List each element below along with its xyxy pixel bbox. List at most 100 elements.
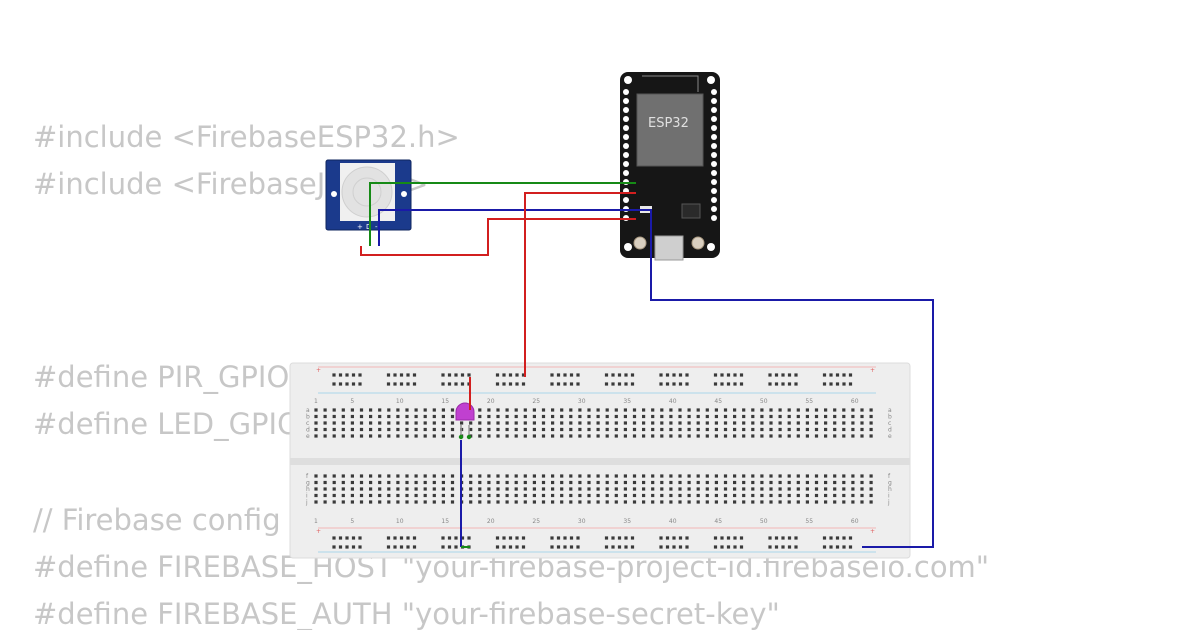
breadboard-hole[interactable] [514, 487, 518, 491]
breadboard-hole[interactable] [742, 480, 746, 485]
breadboard-hole[interactable] [642, 493, 646, 498]
breadboard-hole[interactable] [672, 545, 676, 549]
breadboard-hole[interactable] [323, 421, 327, 425]
breadboard-hole[interactable] [651, 427, 655, 432]
breadboard-hole[interactable] [414, 408, 418, 412]
breadboard-hole[interactable] [369, 487, 373, 491]
esp32-pin[interactable] [711, 215, 717, 221]
breadboard-hole[interactable] [659, 536, 663, 540]
breadboard-hole[interactable] [350, 480, 354, 485]
breadboard-hole[interactable] [632, 427, 637, 432]
breadboard-hole[interactable] [323, 434, 327, 438]
breadboard-hole[interactable] [787, 373, 792, 377]
breadboard-hole[interactable] [341, 474, 345, 478]
breadboard-hole[interactable] [350, 487, 354, 491]
esp32-pin[interactable] [711, 197, 717, 203]
breadboard-hole[interactable] [523, 474, 527, 478]
breadboard-hole[interactable] [396, 421, 400, 425]
breadboard-hole[interactable] [769, 493, 773, 498]
breadboard-hole[interactable] [587, 434, 591, 438]
breadboard-hole[interactable] [378, 487, 382, 491]
breadboard-hole[interactable] [563, 382, 567, 386]
breadboard-hole[interactable] [359, 414, 364, 419]
breadboard-hole[interactable] [796, 493, 800, 498]
breadboard-hole[interactable] [314, 480, 318, 485]
breadboard-hole[interactable] [672, 536, 676, 540]
breadboard-hole[interactable] [778, 493, 782, 498]
breadboard-hole[interactable] [614, 487, 618, 491]
breadboard-hole[interactable] [450, 493, 455, 498]
breadboard-hole[interactable] [842, 500, 846, 504]
breadboard-hole[interactable] [386, 373, 391, 377]
breadboard-hole[interactable] [787, 493, 791, 498]
breadboard-hole[interactable] [835, 545, 840, 549]
breadboard-hole[interactable] [541, 408, 546, 412]
breadboard-hole[interactable] [560, 500, 564, 504]
breadboard-hole[interactable] [578, 493, 582, 498]
esp32-pin[interactable] [711, 179, 717, 185]
breadboard-hole[interactable] [578, 480, 582, 485]
breadboard-hole[interactable] [660, 474, 664, 478]
breadboard-hole[interactable] [835, 536, 840, 540]
breadboard-hole[interactable] [614, 427, 618, 432]
breadboard-hole[interactable] [669, 480, 673, 485]
breadboard-hole[interactable] [696, 427, 700, 432]
breadboard-hole[interactable] [541, 474, 546, 478]
breadboard-hole[interactable] [869, 500, 873, 504]
breadboard-hole[interactable] [714, 474, 718, 478]
breadboard-hole[interactable] [378, 480, 382, 485]
breadboard-hole[interactable] [742, 427, 746, 432]
breadboard-hole[interactable] [478, 414, 482, 419]
esp32-pin[interactable] [623, 98, 629, 104]
breadboard-hole[interactable] [833, 493, 837, 498]
breadboard-hole[interactable] [359, 480, 364, 485]
breadboard-hole[interactable] [833, 434, 837, 438]
breadboard-hole[interactable] [696, 421, 700, 425]
breadboard-hole[interactable] [685, 536, 689, 540]
breadboard-hole[interactable] [560, 474, 564, 478]
breadboard-hole[interactable] [787, 536, 792, 540]
breadboard-hole[interactable] [705, 480, 709, 485]
esp32-pin[interactable] [623, 197, 629, 203]
breadboard-hole[interactable] [617, 545, 622, 549]
breadboard-hole[interactable] [781, 373, 785, 377]
breadboard-hole[interactable] [596, 408, 600, 412]
breadboard-hole[interactable] [769, 427, 773, 432]
breadboard-hole[interactable] [617, 536, 622, 540]
breadboard-hole[interactable] [541, 500, 546, 504]
breadboard-hole[interactable] [739, 536, 744, 540]
esp32-pin[interactable] [623, 116, 629, 122]
breadboard-hole[interactable] [687, 493, 691, 498]
breadboard-hole[interactable] [541, 493, 546, 498]
breadboard-hole[interactable] [405, 434, 409, 438]
breadboard-hole[interactable] [396, 500, 400, 504]
breadboard-hole[interactable] [387, 493, 391, 498]
breadboard-hole[interactable] [441, 414, 445, 419]
breadboard-hole[interactable] [569, 408, 573, 412]
breadboard-hole[interactable] [665, 536, 670, 540]
breadboard-hole[interactable] [332, 421, 336, 425]
breadboard-hole[interactable] [478, 493, 482, 498]
breadboard-hole[interactable] [705, 434, 709, 438]
breadboard-hole[interactable] [478, 480, 482, 485]
breadboard-hole[interactable] [714, 487, 718, 491]
breadboard-hole[interactable] [578, 434, 582, 438]
breadboard-hole[interactable] [560, 434, 564, 438]
breadboard-hole[interactable] [423, 480, 427, 485]
breadboard-hole[interactable] [393, 536, 397, 540]
breadboard-hole[interactable] [532, 421, 536, 425]
breadboard-hole[interactable] [569, 414, 573, 419]
breadboard-hole[interactable] [604, 382, 609, 386]
breadboard-hole[interactable] [742, 421, 746, 425]
breadboard-hole[interactable] [551, 434, 555, 438]
breadboard-hole[interactable] [441, 434, 445, 438]
breadboard-hole[interactable] [696, 493, 700, 498]
breadboard-hole[interactable] [824, 434, 828, 438]
breadboard-hole[interactable] [323, 414, 327, 419]
breadboard-hole[interactable] [387, 474, 391, 478]
breadboard-hole[interactable] [396, 474, 400, 478]
breadboard-hole[interactable] [869, 487, 873, 491]
breadboard-hole[interactable] [378, 414, 382, 419]
breadboard-hole[interactable] [341, 408, 345, 412]
breadboard-hole[interactable] [478, 474, 482, 478]
